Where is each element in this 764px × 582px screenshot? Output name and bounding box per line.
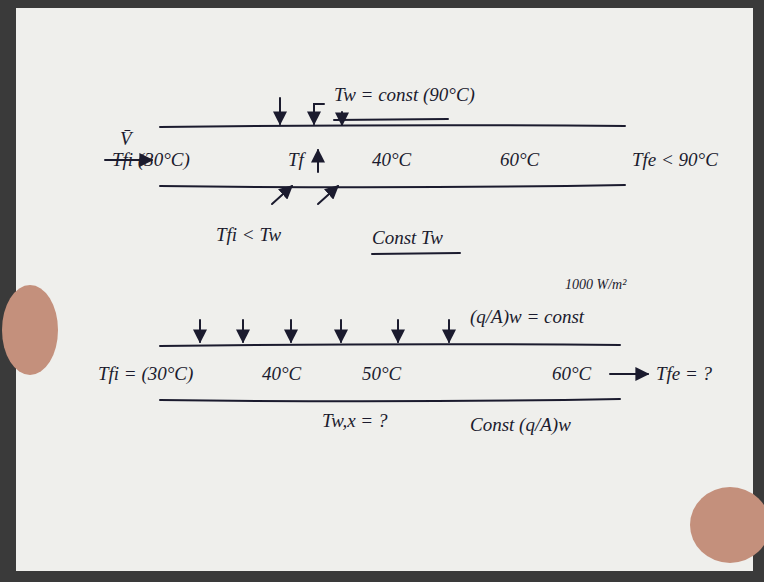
heat-arrow xyxy=(341,112,343,125)
sketch-label: (q/A)w = const xyxy=(470,306,584,328)
heat-arrow xyxy=(199,320,201,342)
heat-arrow xyxy=(290,320,292,342)
sketch-label: Tfi < Tw xyxy=(216,224,281,246)
tube-wall xyxy=(160,399,620,401)
heat-arrow xyxy=(272,186,292,204)
sketch-label: Const (q/A)w xyxy=(470,414,571,436)
sketch-label: 1000 W/m² xyxy=(565,277,626,293)
sketch-label: 40°C xyxy=(262,363,301,385)
sketch-label: Tfi (30°C) xyxy=(112,149,190,171)
sketch-label: Tw = const (90°C) xyxy=(334,84,475,106)
heat-arrow xyxy=(279,98,281,124)
heat-arrow xyxy=(340,320,342,342)
sketch-label: V̄ xyxy=(120,128,132,150)
temp-arrow xyxy=(317,150,319,172)
heat-arrow xyxy=(397,320,399,342)
sketch-label: 40°C xyxy=(372,149,411,171)
paper xyxy=(16,8,753,571)
sketch-label: Tw,x = ? xyxy=(322,410,387,432)
sketch-label: Tfe < 90°C xyxy=(632,149,718,171)
sketch-label: Tfe = ? xyxy=(656,363,712,385)
sketch-label: Tf xyxy=(288,149,304,171)
underline xyxy=(334,119,448,120)
sketch-label: Tfi = (30°C) xyxy=(98,363,193,385)
sketch-label: Const Tw xyxy=(372,227,443,249)
tube-wall xyxy=(160,344,620,346)
sketch-label: 60°C xyxy=(552,363,591,385)
heat-arrow xyxy=(242,320,244,342)
hand xyxy=(2,285,58,375)
flow-arrow xyxy=(610,373,648,375)
heat-arrow xyxy=(314,104,324,124)
sketch-label: 60°C xyxy=(500,149,539,171)
sketch-label: 50°C xyxy=(362,363,401,385)
heat-arrow xyxy=(448,320,450,342)
underline xyxy=(372,253,460,254)
tube-wall xyxy=(160,185,625,187)
heat-arrow xyxy=(318,186,338,204)
tube-wall xyxy=(160,125,625,127)
hand xyxy=(690,487,764,563)
